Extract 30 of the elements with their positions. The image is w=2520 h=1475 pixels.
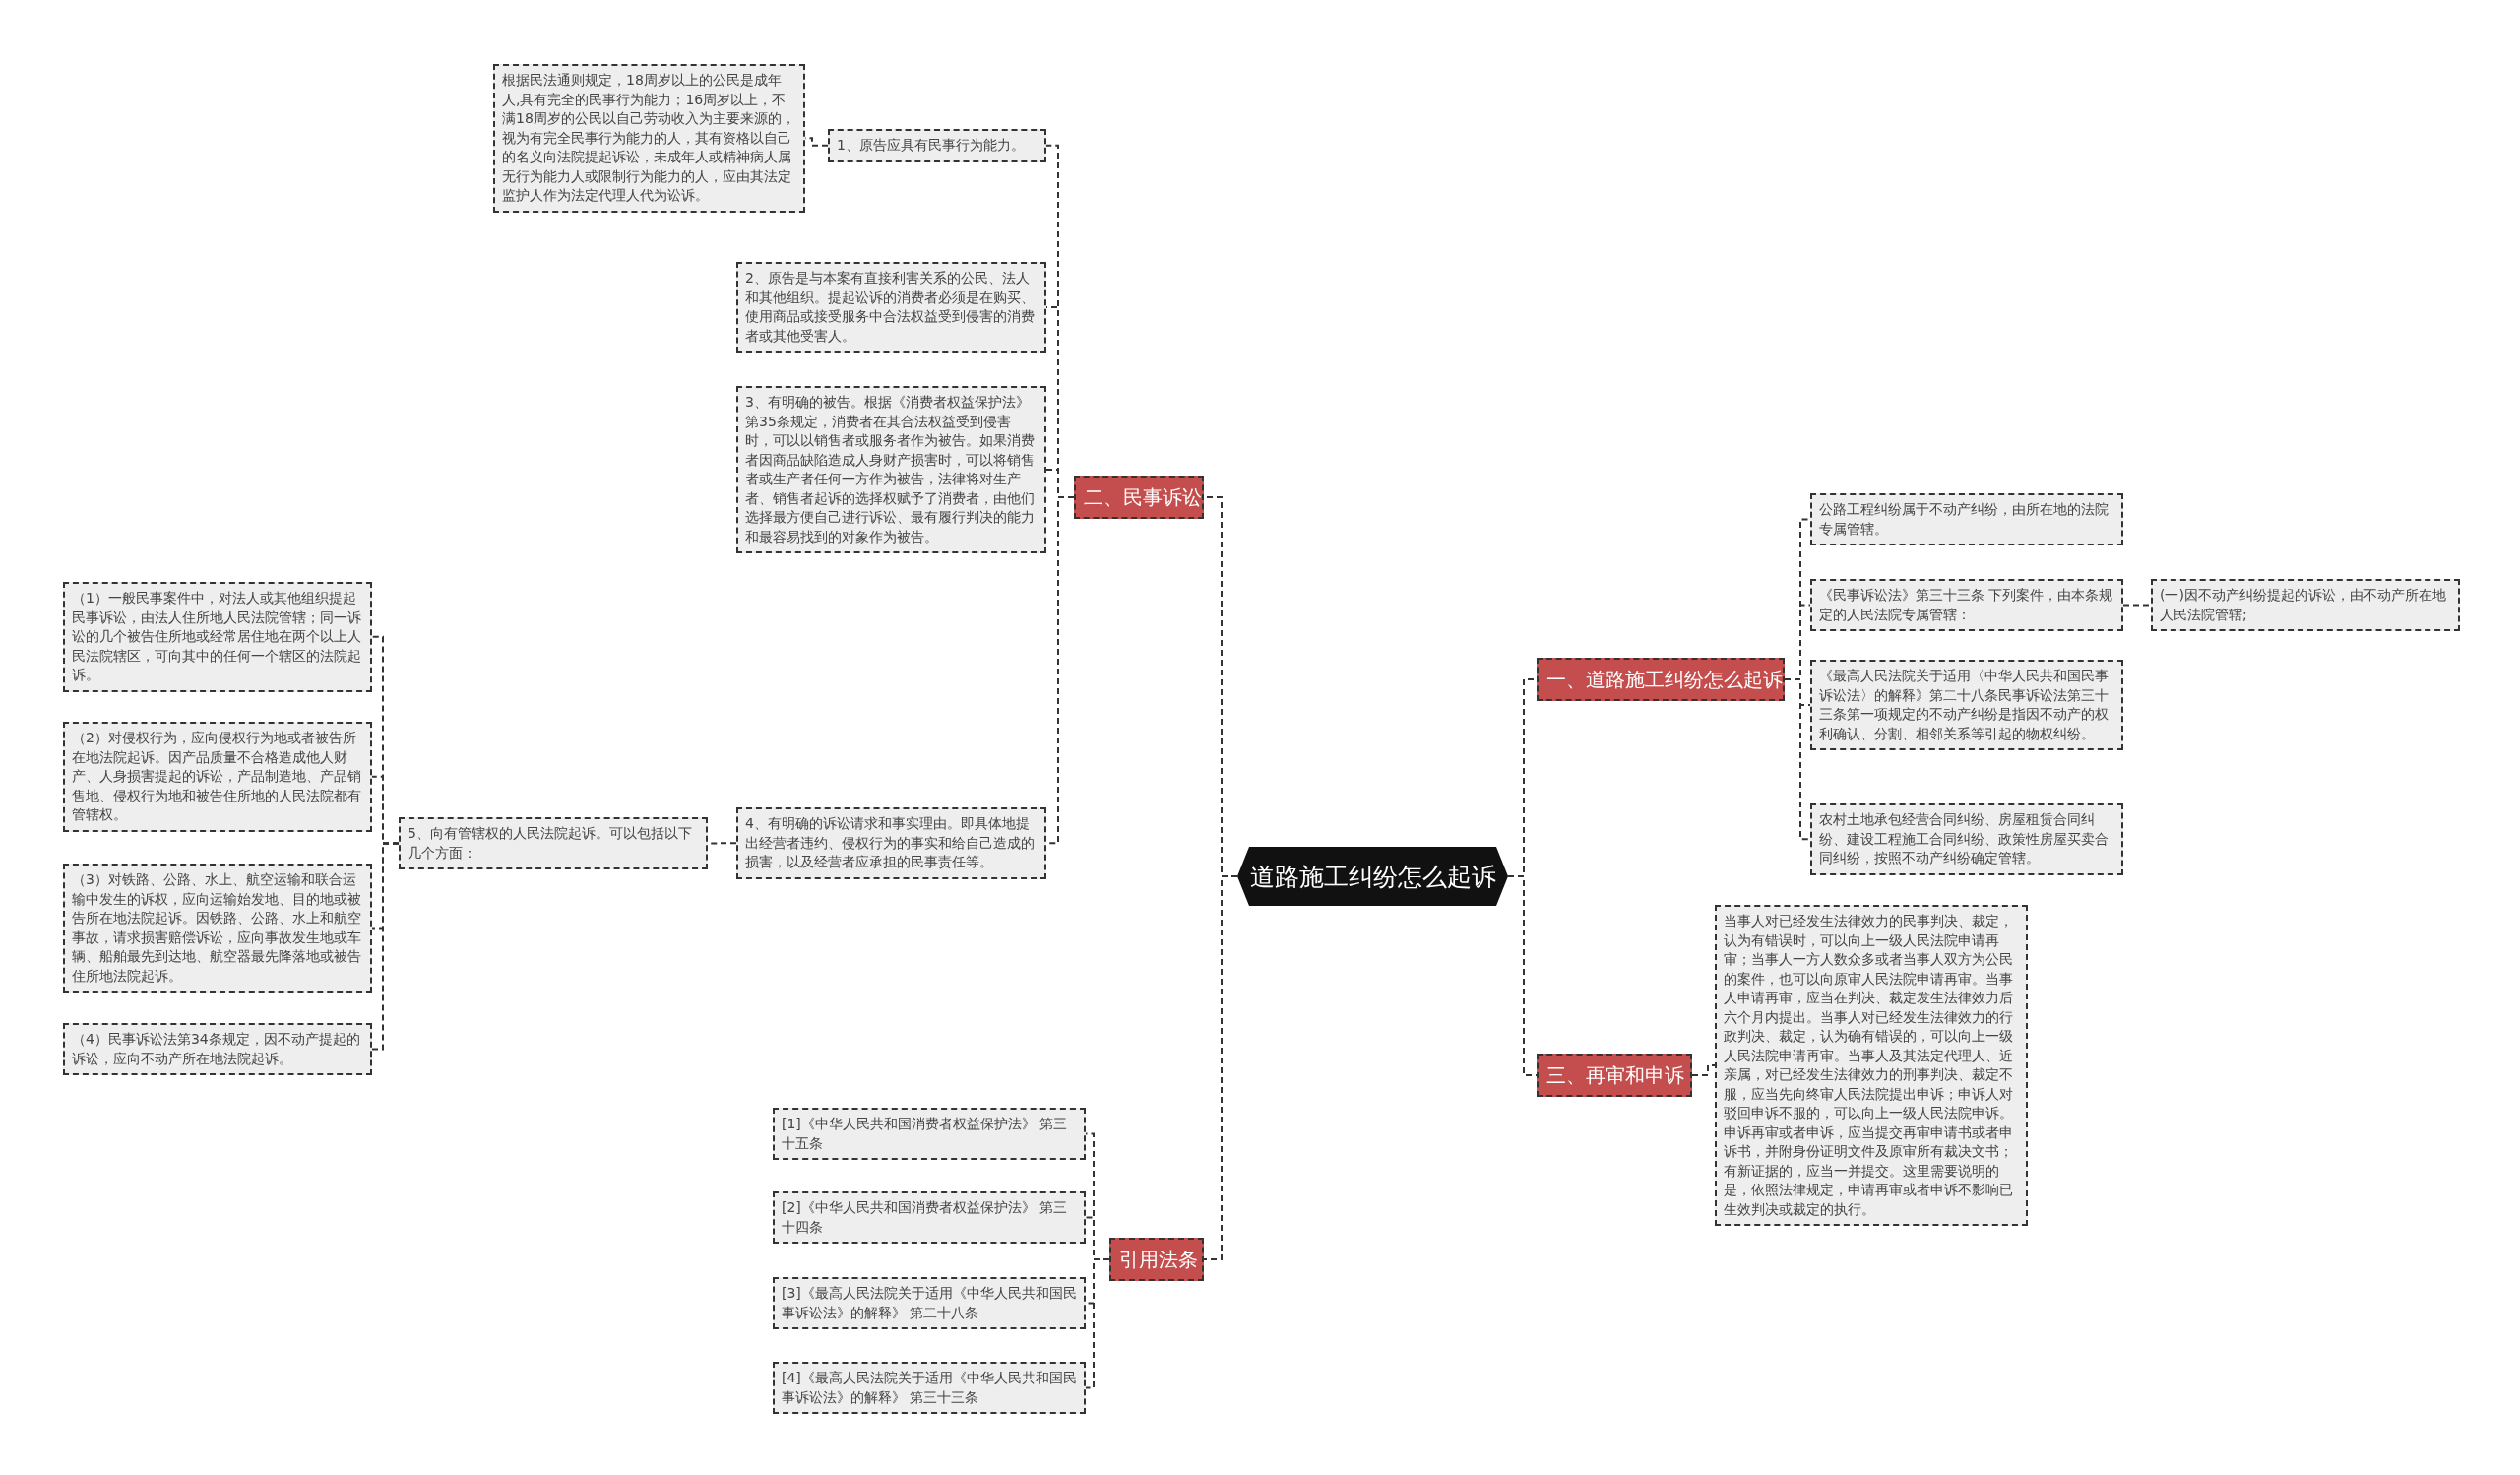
branch-topic: 引用法条 xyxy=(1109,1238,1204,1281)
connector xyxy=(1784,678,1811,841)
text-card: （1）一般民事案件中，对法人或其他组织提起民事诉讼，由法人住所地人民法院管辖；同一诉讼的几个被告住所地或经常居住地在两个以上人民法院辖区，可向其中的任何一个辖区的法院起诉。 xyxy=(63,582,372,692)
text-card: 《民事诉讼法》第三十三条 下列案件，由本条规定的人民法院专属管辖： xyxy=(1810,579,2123,631)
branch-topic: 三、再审和申诉 xyxy=(1537,1054,1692,1097)
text-card: [1]《中华人民共和国消费者权益保护法》 第三十五条 xyxy=(773,1108,1086,1160)
branch-topic: 一、道路施工纠纷怎么起诉 xyxy=(1537,658,1785,701)
connector xyxy=(1085,1258,1110,1389)
text-card: （3）对铁路、公路、水上、航空运输和联合运输中发生的诉权，应向运输始发地、目的地或被告所在地法院起诉。因铁路、公路、水上和航空事故，请求损害赔偿诉讼，应向事故发生地或车辆、船舶最先到达地、航空器最先降落地或被告住所地法院起诉。 xyxy=(63,864,372,993)
text-card: 5、向有管辖权的人民法院起诉。可以包括以下几个方面： xyxy=(399,817,708,869)
connector xyxy=(371,842,400,1051)
text-card: 《最高人民法院关于适用〈中华人民共和国民事诉讼法〉的解释》第二十八条民事诉讼法第三十三条第一项规定的不动产纠纷是指因不动产的权利确认、分割、相邻关系等引起的物权纠纷。 xyxy=(1810,660,2123,750)
branch-topic: 二、民事诉讼 xyxy=(1074,476,1204,519)
text-card: (一)因不动产纠纷提起的诉讼，由不动产所在地人民法院管辖; xyxy=(2151,579,2460,631)
text-card: 2、原告是与本案有直接利害关系的公民、法人和其他组织。提起讼诉的消费者必须是在购买、使用商品或接受服务中合法权益受到侵害的消费者或其他受害人。 xyxy=(736,262,1046,353)
text-card: 1、原告应具有民事行为能力。 xyxy=(828,129,1046,162)
text-card: 农村土地承包经营合同纠纷、房屋租赁合同纠纷、建设工程施工合同纠纷、政策性房屋买卖合同纠纷，按照不动产纠纷确定管辖。 xyxy=(1810,803,2123,875)
text-card: 当事人对已经发生法律效力的民事判决、裁定，认为有错误时，可以向上一级人民法院申请再审；当事人一方人数众多或者当事人双方为公民的案件，也可以向原审人民法院申请再审。当事人申请再审，应当在判决、裁定发生法律效力后六个月内提出。当事人对已经发生法律效力的行政判决、裁定，认为确有错误的，可以向上一级人民法院申请再审。当事人及其法定代理人、近亲属，对已经发生法律效力的刑事判决、裁定不服，应当先向终审人民法院提出申诉；申诉人对驳回申诉不服的，可以向上一级人民法院申诉。申诉再审或者申诉，应当提交再审申请书或者申诉书，并附身份证明文件及原审所有裁决文书；有新证据的，应当一并提交。这里需要说明的是，依照法律规定，申请再审或者申诉不影响已生效判决或裁定的执行。 xyxy=(1715,905,2028,1226)
text-card: （2）对侵权行为，应向侵权行为地或者被告所在地法院起诉。因产品质量不合格造成他人财产、人身损害提起的诉讼，产品制造地、产品销售地、侵权行为地和被告住所地的人民法院都有管辖权。 xyxy=(63,722,372,832)
text-card: 根据民法通则规定，18周岁以上的公民是成年人,具有完全的民事行为能力；16周岁以上，不满18周岁的公民以自己劳动收入为主要来源的，视为有完全民事行为能力的人，其有资格以自己的名义向法院提起诉讼，未成年人或精神病人属无行为能力人或限制行为能力的人，应由其法定监护人作为法定代理人代为讼诉。 xyxy=(493,64,805,213)
text-card: 公路工程纠纷属于不动产纠纷，由所在地的法院专属管辖。 xyxy=(1810,493,2123,545)
text-card: （4）民事诉讼法第34条规定，因不动产提起的诉讼，应向不动产所在地法院起诉。 xyxy=(63,1023,372,1075)
text-card: 3、有明确的被告。根据《消费者权益保护法》第35条规定，消费者在其合法权益受到侵害时，可以以销售者或服务者作为被告。如果消费者因商品缺陷造成人身财产损害时，可以将销售者或生产者任何一方作为被告，法律将对生产者、销售者起诉的选择权赋予了消费者，由他们选择最方便自己进行诉讼、最有履行判决的能力和最容易找到的对象作为被告。 xyxy=(736,386,1046,553)
text-card: 4、有明确的诉讼请求和事实理由。即具体地提出经营者违约、侵权行为的事实和给自己造成的损害，以及经营者应承担的民事责任等。 xyxy=(736,807,1046,879)
text-card: [4]《最高人民法院关于适用《中华人民共和国民事诉讼法》的解释》 第三十三条 xyxy=(773,1362,1086,1414)
connector xyxy=(1691,1064,1716,1076)
connector xyxy=(2122,604,2152,607)
text-card: [2]《中华人民共和国消费者权益保护法》 第三十四条 xyxy=(773,1191,1086,1244)
central-topic: 道路施工纠纷怎么起诉 xyxy=(1237,847,1508,906)
text-card: [3]《最高人民法院关于适用《中华人民共和国民事诉讼法》的解释》 第二十八条 xyxy=(773,1277,1086,1329)
